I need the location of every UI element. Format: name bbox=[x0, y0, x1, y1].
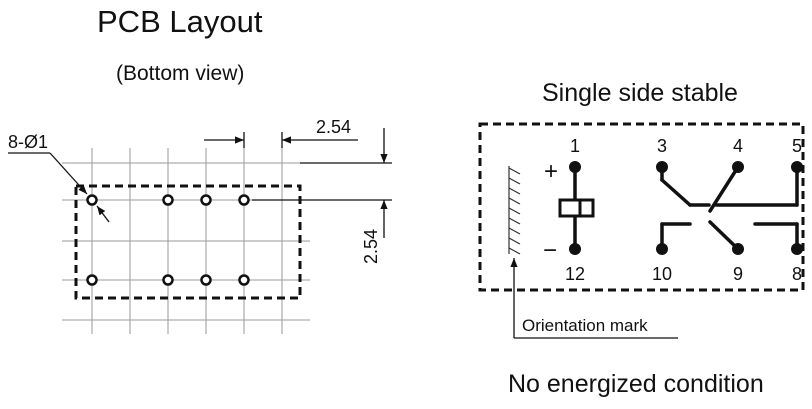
pcb-hole bbox=[86, 194, 98, 206]
pin-9-dot bbox=[732, 243, 744, 255]
schematic-outline bbox=[478, 122, 805, 292]
pin-number-8: 8 bbox=[792, 264, 802, 284]
pcb-hole bbox=[162, 274, 174, 286]
schematic-title: Single side stable bbox=[542, 79, 738, 107]
pcb-hole bbox=[238, 274, 250, 286]
pcb-holes bbox=[86, 194, 250, 286]
pin-10-dot bbox=[656, 243, 668, 255]
coil-plus-sign: + bbox=[544, 158, 558, 185]
pin-number-5: 5 bbox=[792, 136, 802, 156]
pcb-layout-title: PCB Layout bbox=[97, 4, 263, 39]
pin-5-dot bbox=[791, 161, 803, 173]
pin-number-10: 10 bbox=[652, 264, 672, 284]
horizontal-pitch-label: 2.54 bbox=[316, 117, 351, 137]
vertical-pitch-dimension bbox=[252, 128, 392, 238]
pin-4-dot bbox=[732, 161, 744, 173]
hole-diameter-leader bbox=[8, 152, 110, 223]
pcb-hole bbox=[200, 194, 212, 206]
pin-number-12: 12 bbox=[565, 264, 585, 284]
orientation-mark bbox=[508, 166, 521, 255]
pin-number-1: 1 bbox=[570, 136, 580, 156]
pcb-hole bbox=[200, 274, 212, 286]
pcb-bottom-view-subtitle: (Bottom view) bbox=[116, 62, 245, 85]
pcb-grid bbox=[62, 148, 310, 334]
pcb-hole bbox=[238, 194, 250, 206]
pin-3-dot bbox=[656, 161, 668, 173]
relay-contacts bbox=[660, 165, 799, 251]
pcb-hole bbox=[86, 274, 98, 286]
relay-coil bbox=[558, 167, 595, 249]
vertical-pitch-label: 2.54 bbox=[361, 229, 381, 264]
orientation-mark-label: Orientation mark bbox=[522, 316, 648, 335]
pin-number-9: 9 bbox=[733, 264, 743, 284]
schematic-caption: No energized condition bbox=[508, 370, 764, 398]
pin-12-dot bbox=[569, 243, 581, 255]
hole-count-diameter-label: 8-Ø1 bbox=[8, 132, 48, 152]
pin-1-dot bbox=[569, 161, 581, 173]
pcb-hole bbox=[162, 194, 174, 206]
pcb-outline bbox=[74, 184, 302, 300]
coil-minus-sign: − bbox=[543, 237, 557, 264]
horizontal-pitch-dimension bbox=[204, 132, 358, 148]
orientation-leader bbox=[510, 258, 678, 339]
pin-number-4: 4 bbox=[733, 136, 743, 156]
pin-number-3: 3 bbox=[657, 136, 667, 156]
pin-8-dot bbox=[791, 243, 803, 255]
